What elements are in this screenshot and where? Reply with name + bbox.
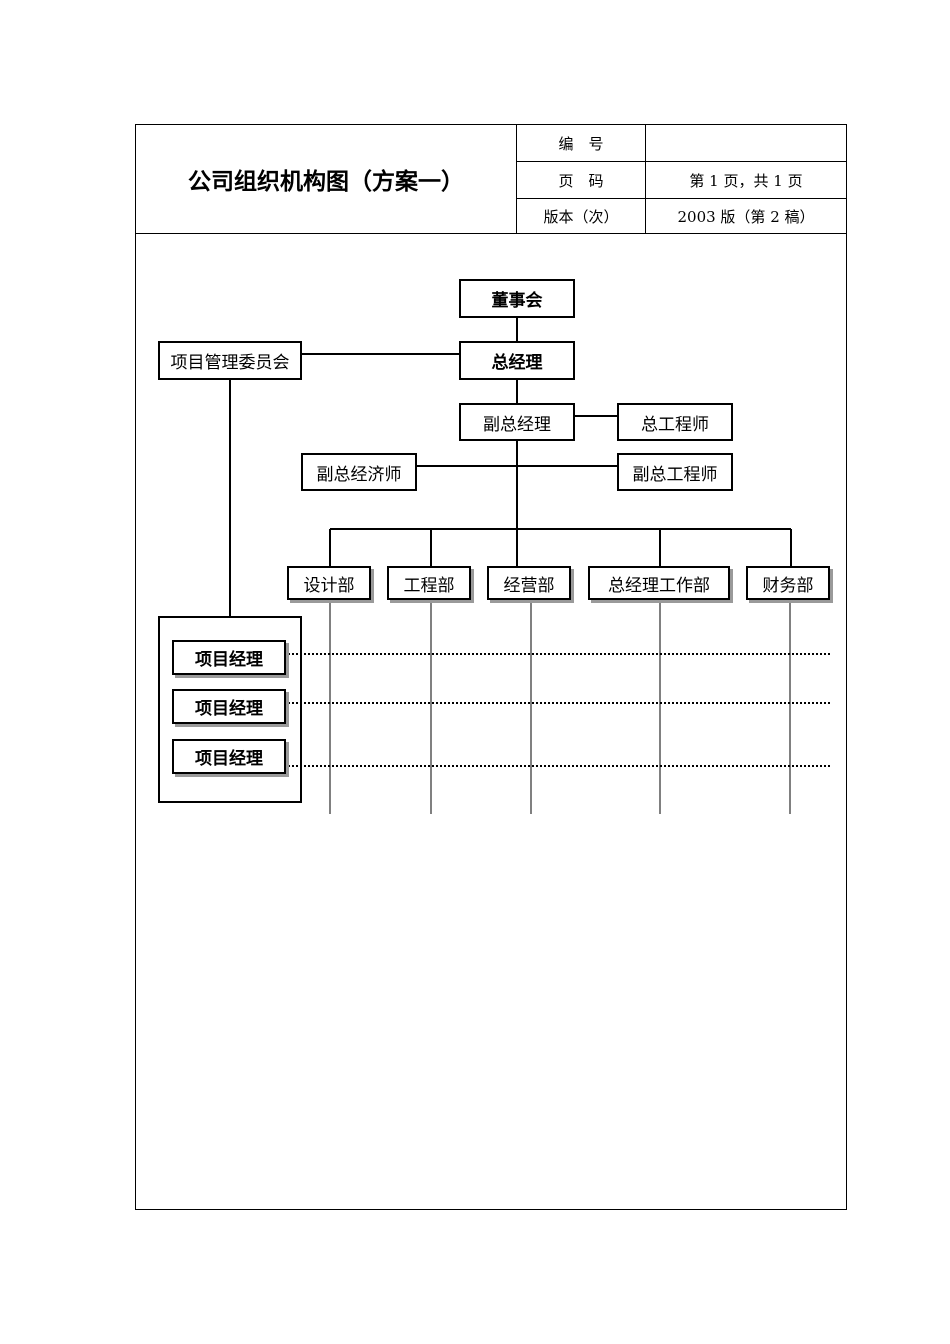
board-box: 董事会 bbox=[459, 279, 575, 318]
department-box-business: 经营部 bbox=[487, 566, 571, 600]
department-box-engineering: 工程部 bbox=[387, 566, 471, 600]
header-label-number: 编 号 bbox=[558, 134, 604, 153]
header-row-rule bbox=[516, 198, 847, 199]
header-label-page: 页 码 bbox=[558, 171, 604, 190]
page-title: 公司组织机构图（方案一） bbox=[188, 169, 464, 195]
project-manager-box: 项目经理 bbox=[172, 640, 286, 675]
header-bottom-rule bbox=[135, 233, 847, 234]
deputy-gm-box: 副总经理 bbox=[459, 403, 575, 441]
header-row-rule bbox=[516, 161, 847, 162]
header-value-page: 第 1 页，共 1 页 bbox=[689, 171, 803, 190]
project-manager-box: 项目经理 bbox=[172, 739, 286, 774]
committee-box: 项目管理委员会 bbox=[158, 341, 302, 380]
header-label-version: 版本（次） bbox=[543, 207, 619, 226]
project-manager-box: 项目经理 bbox=[172, 689, 286, 724]
project-managers-group bbox=[158, 616, 302, 803]
chief-engineer-box: 总工程师 bbox=[617, 403, 733, 441]
department-box-design: 设计部 bbox=[287, 566, 371, 600]
document-frame bbox=[135, 124, 847, 1210]
gm-box: 总经理 bbox=[459, 341, 575, 380]
header-divider bbox=[645, 124, 646, 233]
department-box-gm-office: 总经理工作部 bbox=[588, 566, 730, 600]
department-box-finance: 财务部 bbox=[746, 566, 830, 600]
deputy-economist-box: 副总经济师 bbox=[301, 453, 417, 491]
deputy-engineer-box: 副总工程师 bbox=[617, 453, 733, 491]
header-divider bbox=[516, 124, 517, 233]
header-value-version: 2003 版（第 2 稿） bbox=[677, 207, 815, 226]
